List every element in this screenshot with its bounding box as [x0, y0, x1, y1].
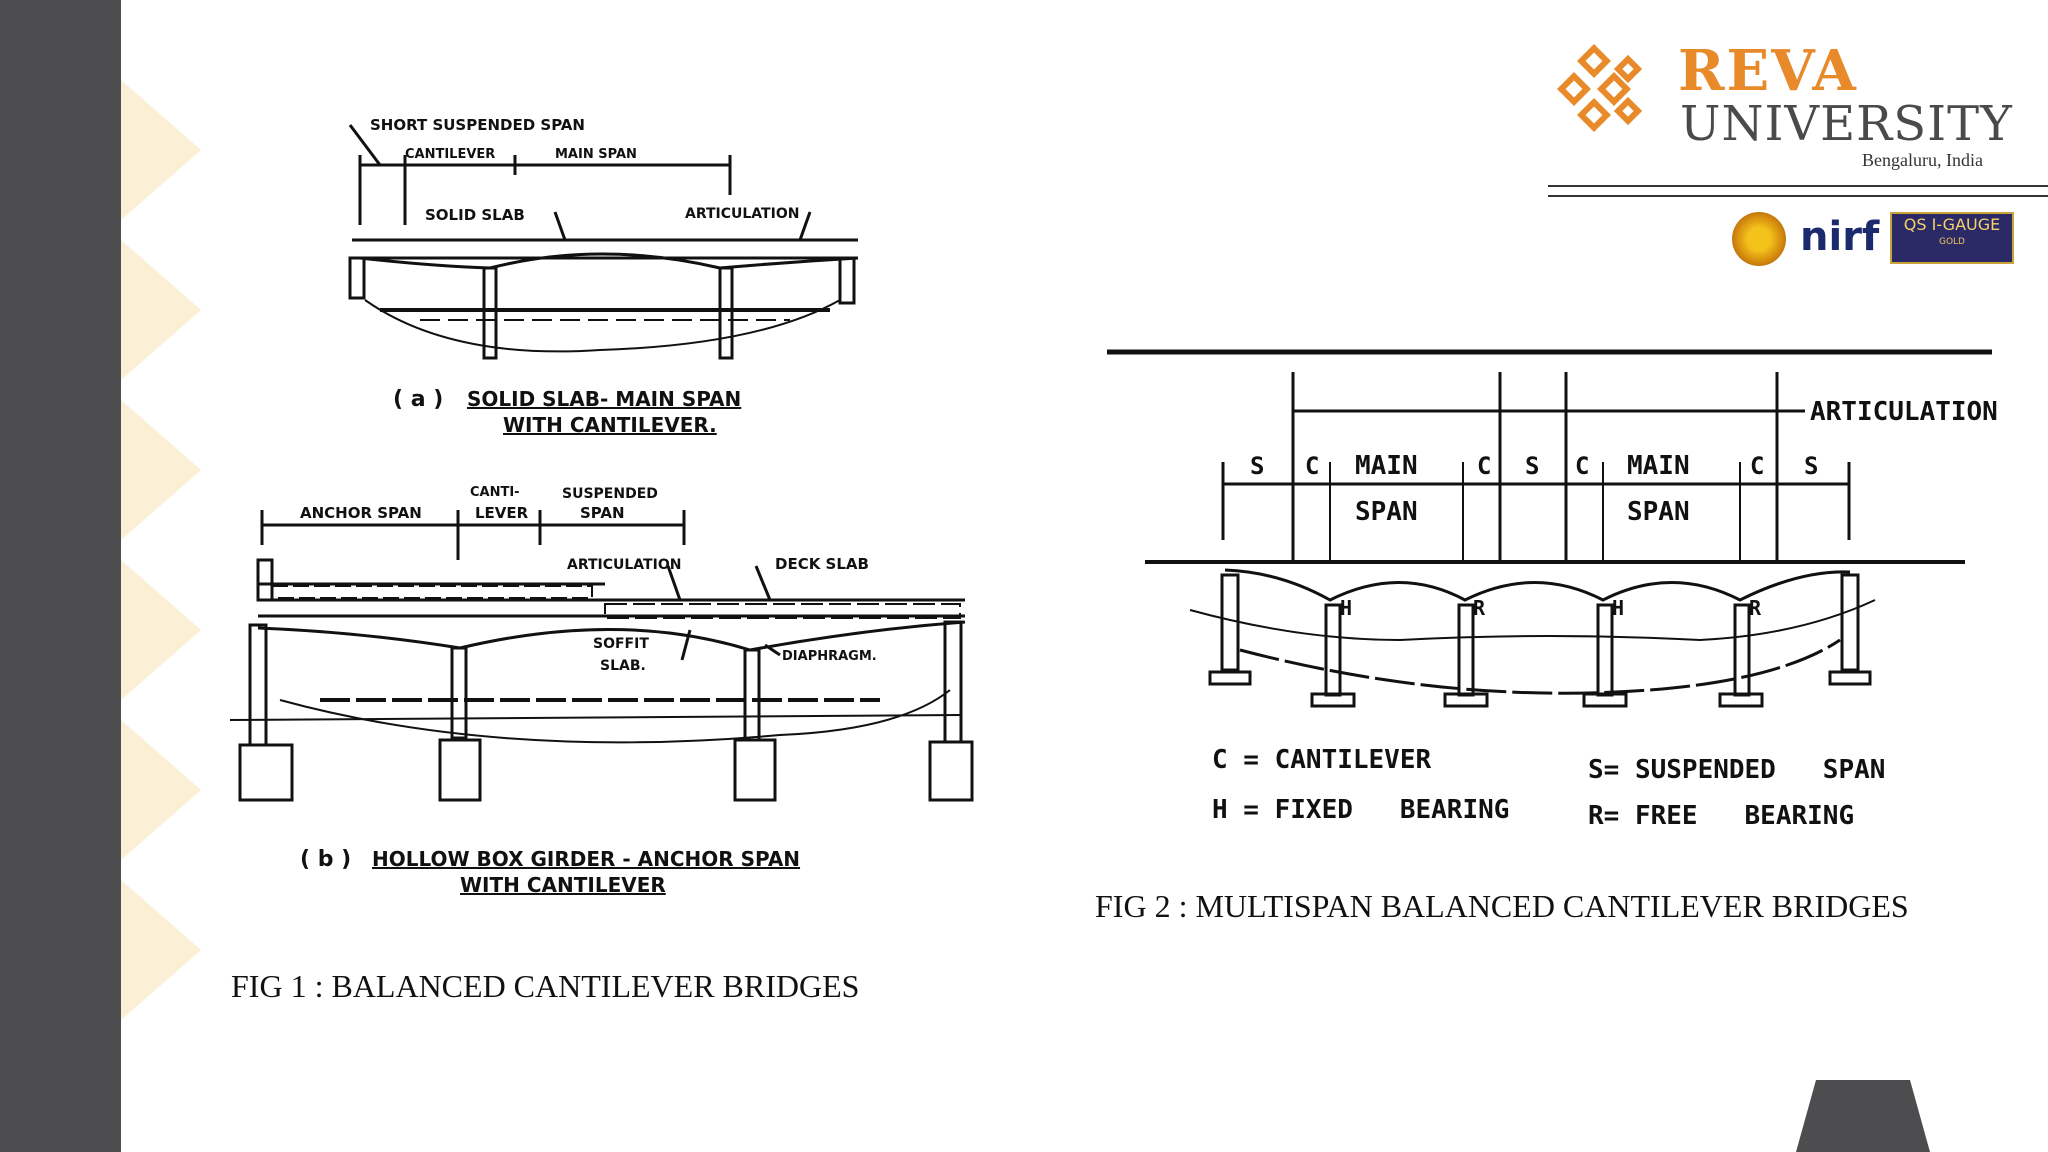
fig1b-label-deck-slab: DECK SLAB — [775, 555, 869, 573]
logo-name-reva: REVA — [1678, 38, 1858, 104]
fig2-legend-suspended-span: S= SUSPENDED SPAN — [1588, 755, 1885, 785]
bottom-trapezoid-decoration — [1796, 1080, 1930, 1152]
fig2-caption: FIG 2 : MULTISPAN BALANCED CANTILEVER BR… — [1095, 888, 1909, 924]
fig1b-label-slab: SLAB. — [600, 658, 646, 674]
fig1a-label-cantilever: CANTILEVER — [405, 147, 495, 162]
fig1a-label-short-suspended-span: SHORT SUSPENDED SPAN — [370, 116, 585, 134]
fig1a-title-prefix: ( a ) — [393, 387, 443, 412]
fig2-span-word2: SPAN — [1627, 497, 1690, 527]
aicte-badge-icon — [1732, 212, 1786, 266]
fig2-span-labels: S C MAIN C S C MAIN C S SPAN SPAN — [1250, 451, 1818, 527]
fig1a-label-articulation: ARTICULATION — [685, 206, 799, 222]
reva-logo-icon — [1557, 44, 1643, 132]
fig2-span-c2: C — [1477, 452, 1491, 480]
fig2-bearing-r2: R — [1749, 596, 1762, 620]
fig2-span-c1: C — [1305, 452, 1319, 480]
fig2-span-word1: SPAN — [1355, 497, 1418, 527]
fig1a-label-solid-slab: SOLID SLAB — [425, 206, 525, 224]
fig2-span-s3: S — [1804, 452, 1818, 480]
fig1b-label-canti: CANTI- — [470, 485, 520, 500]
fig2-bearing-h2: H — [1612, 596, 1624, 620]
logo-name-university: UNIVERSITY — [1680, 96, 2013, 152]
fig1a-diagram — [348, 124, 859, 360]
decorative-chevrons — [121, 80, 201, 1020]
fig2-span-main1: MAIN — [1355, 451, 1418, 481]
fig2-label-articulation: ARTICULATION — [1810, 397, 1998, 427]
fig2-span-c4: C — [1750, 452, 1764, 480]
fig1-caption: FIG 1 : BALANCED CANTILEVER BRIDGES — [231, 968, 860, 1004]
fig2-legend-fixed-bearing: H = FIXED BEARING — [1212, 795, 1509, 825]
fig2-span-s2: S — [1525, 452, 1539, 480]
fig2-legend-free-bearing: R= FREE BEARING — [1588, 801, 1854, 831]
fig1a-title-line2: WITH CANTILEVER. — [503, 413, 717, 437]
fig2-legend-cantilever: C = CANTILEVER — [1212, 745, 1431, 775]
fig2-span-main2: MAIN — [1627, 451, 1690, 481]
fig1b-label-anchor-span: ANCHOR SPAN — [300, 504, 422, 522]
fig2-diagram — [1107, 349, 1992, 708]
fig1b-label-lever: LEVER — [475, 504, 529, 522]
fig2-bearing-h1: H — [1340, 596, 1352, 620]
fig1b-label-articulation: ARTICULATION — [567, 557, 681, 573]
fig1b-label-soffit: SOFFIT — [593, 636, 649, 652]
fig1b-label-suspended: SUSPENDED — [562, 486, 658, 502]
fig1b-title-line2: WITH CANTILEVER — [460, 873, 666, 897]
nirf-badge: nirf — [1800, 214, 1880, 260]
logo-underline — [1548, 185, 2048, 197]
fig1a-label-main-span: MAIN SPAN — [555, 147, 637, 162]
fig1b-title-prefix: ( b ) — [300, 847, 351, 872]
fig1a-title-line1: SOLID SLAB- MAIN SPAN — [467, 387, 741, 411]
fig2-span-c3: C — [1575, 452, 1589, 480]
fig2-bearing-r1: R — [1473, 596, 1486, 620]
logo-location: Bengaluru, India — [1862, 150, 1983, 170]
left-sidebar-bar — [0, 0, 121, 1152]
fig1b-title-line1: HOLLOW BOX GIRDER - ANCHOR SPAN — [372, 847, 800, 871]
fig2-span-s1: S — [1250, 452, 1264, 480]
fig1b-label-span: SPAN — [580, 504, 625, 522]
fig1b-diagram — [229, 510, 974, 802]
fig1b-label-diaphragm: DIAPHRAGM. — [782, 649, 877, 664]
